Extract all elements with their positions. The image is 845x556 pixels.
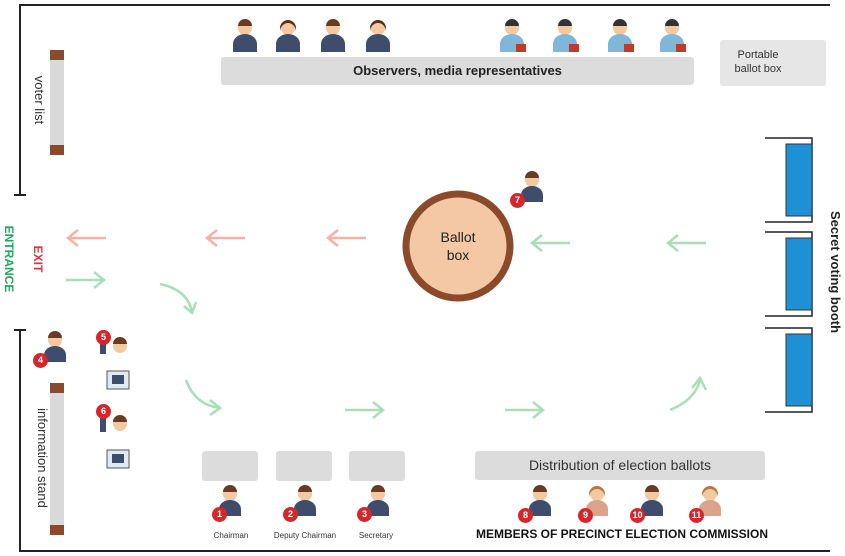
deputy-table xyxy=(276,451,332,481)
secretary-table xyxy=(349,451,405,481)
observer-figures xyxy=(233,19,686,52)
distribution-bar: Distribution of election ballots xyxy=(475,451,765,480)
voter-list-stand xyxy=(50,50,64,155)
badge-11: 11 xyxy=(689,508,704,523)
entrance-label: ENTRANCE xyxy=(2,225,16,293)
laptop-icons xyxy=(106,370,130,469)
badge-1: 1 xyxy=(212,507,227,522)
badge-8: 8 xyxy=(518,508,533,523)
secret-voting-booths xyxy=(765,137,813,413)
chairman-caption: Chairman xyxy=(213,531,249,540)
distribution-label: Distribution of election ballots xyxy=(528,457,712,473)
secret-booth-label: Secret voting booth xyxy=(828,210,843,334)
portable-ballot-box: Portable ballot box xyxy=(720,40,826,86)
information-stand xyxy=(50,383,64,533)
badge-7: 7 xyxy=(510,193,525,208)
voter-list-label: voter list xyxy=(32,75,47,125)
ballot-box xyxy=(402,190,514,302)
badge-5: 5 xyxy=(96,330,111,345)
badge-10: 10 xyxy=(630,508,645,523)
information-stand-label: information stand xyxy=(35,408,50,508)
portable-line1: Portable xyxy=(737,49,779,61)
badge-2: 2 xyxy=(283,507,298,522)
badge-3: 3 xyxy=(357,507,372,522)
badge-9: 9 xyxy=(578,508,593,523)
exit-arrows xyxy=(65,229,366,247)
top-left-wall xyxy=(19,4,830,195)
ballot-line2: box xyxy=(446,247,470,263)
observers-label: Observers, media representatives xyxy=(353,63,562,78)
badge-4: 4 xyxy=(33,353,48,368)
chairman-table xyxy=(202,451,258,481)
exit-label: EXIT xyxy=(31,245,45,273)
badge-6: 6 xyxy=(96,404,111,419)
ballot-box-label: Ballot box xyxy=(418,228,498,264)
members-label: MEMBERS OF PRECINCT ELECTION COMMISSION xyxy=(475,527,768,541)
observers-bar: Observers, media representatives xyxy=(221,57,694,85)
secretary-caption: Secretary xyxy=(358,531,394,540)
entrance-arrows xyxy=(66,234,708,419)
bottom-left-wall xyxy=(19,330,830,552)
portable-line2: ballot box xyxy=(734,63,782,75)
ballot-line1: Ballot xyxy=(440,229,476,245)
deputy-chairman-caption: Deputy Chairman xyxy=(273,531,337,540)
